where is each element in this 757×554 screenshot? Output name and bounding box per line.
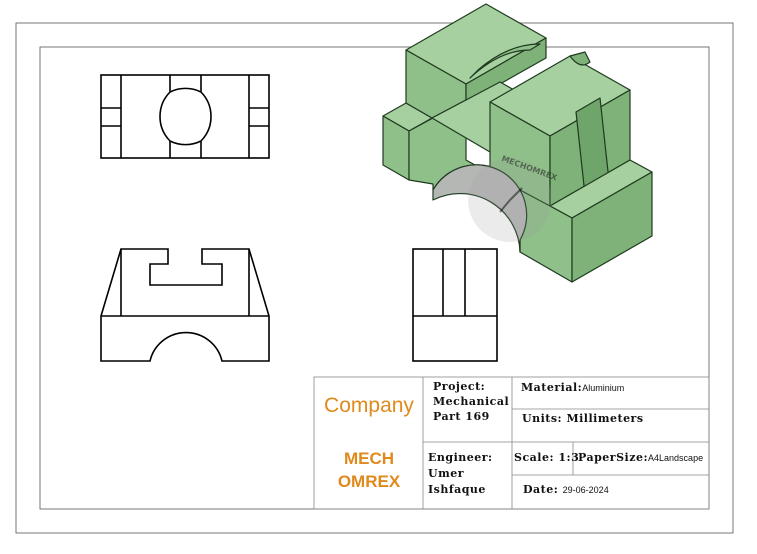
- units-label: Units:: [522, 412, 563, 425]
- front-view: [100, 248, 270, 362]
- material-field: Material:Aluminium: [521, 380, 624, 396]
- company-name-line2: OMREX: [337, 472, 401, 491]
- title-block-grid: [313, 376, 710, 510]
- engineer-label: Engineer:: [428, 451, 493, 464]
- paper-size-value: A4Landscape: [648, 453, 704, 463]
- company-label: Company: [324, 394, 414, 417]
- project-line1: Mechanical: [433, 395, 510, 408]
- date-value: 29-06-2024: [562, 485, 609, 495]
- company-name-line1: MECH: [343, 449, 395, 468]
- project-line2: Part 169: [433, 410, 490, 423]
- isometric-model: [382, 3, 653, 283]
- outer-border: [15, 22, 734, 534]
- engineer-line2: Ishfaque: [428, 483, 486, 496]
- units-value: Millimeters: [566, 412, 644, 425]
- side-view: [412, 248, 498, 362]
- units-field: Units: Millimeters: [522, 411, 644, 426]
- material-label: Material:: [521, 381, 583, 394]
- engineer-line1: Umer: [428, 467, 465, 480]
- top-view: [100, 74, 270, 159]
- material-value: Aluminium: [582, 383, 625, 393]
- paper-size-label: PaperSize:: [578, 451, 649, 464]
- scale-field: Scale: 1:3: [514, 450, 579, 465]
- date-label: Date:: [523, 483, 559, 496]
- date-field: Date: 29-06-2024: [523, 482, 609, 498]
- paper-size-field: PaperSize:A4Landscape: [578, 450, 703, 466]
- project-label: Project:: [433, 380, 486, 393]
- scale-value: 1:3: [558, 451, 580, 464]
- scale-label: Scale:: [514, 451, 555, 464]
